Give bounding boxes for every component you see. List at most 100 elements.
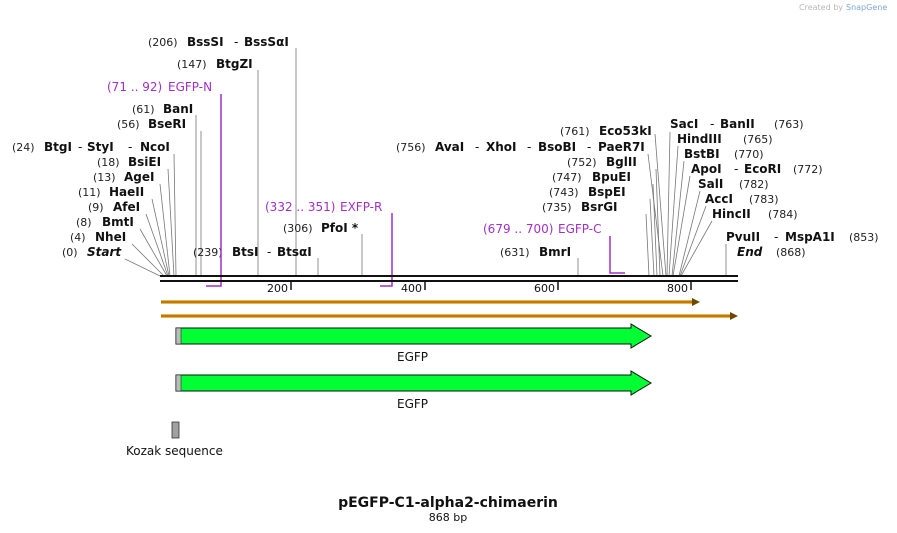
enzyme-name[interactable]: AvaI bbox=[435, 140, 464, 154]
svg-text:SalI(782): SalI(782) bbox=[698, 177, 769, 191]
svg-text:(752)BglII: (752)BglII bbox=[567, 155, 637, 169]
primer-exfp-r-arrow bbox=[380, 213, 393, 287]
sequence-backbone bbox=[160, 275, 738, 282]
feature-kozak[interactable] bbox=[171, 421, 180, 439]
enzyme-position: (0) bbox=[62, 246, 78, 259]
enzyme-position: (13) bbox=[93, 171, 116, 184]
feature-label: EGFP bbox=[397, 397, 428, 411]
enzyme-position: (11) bbox=[78, 186, 101, 199]
enzyme-name[interactable]: BtgI bbox=[44, 140, 72, 154]
primer-egfp-n-label[interactable]: EGFP-N bbox=[168, 80, 212, 94]
enzyme-name[interactable]: HincII bbox=[712, 207, 751, 221]
enzyme-name[interactable]: BpuEI bbox=[592, 170, 631, 184]
enzyme-name[interactable]: PfoI * bbox=[321, 221, 359, 235]
enzyme-name[interactable]: BsrGI bbox=[581, 200, 618, 214]
enzyme-name[interactable]: XhoI bbox=[486, 140, 517, 154]
svg-text:(206)BssSI-BssSαI: (206)BssSI-BssSαI bbox=[148, 35, 289, 49]
enzyme-name[interactable]: BanII bbox=[720, 117, 755, 131]
enzyme-name[interactable]: BtsI bbox=[232, 245, 259, 259]
primer-egfp-n-arrow bbox=[206, 94, 222, 287]
ruler-label: 200 bbox=[267, 282, 288, 295]
enzyme-name[interactable]: ApoI bbox=[691, 162, 722, 176]
enzyme-name[interactable]: EcoRI bbox=[744, 162, 781, 176]
ruler-ticks bbox=[290, 281, 692, 290]
enzyme-name[interactable]: BmrI bbox=[539, 245, 571, 259]
svg-text:(747)BpuEI: (747)BpuEI bbox=[552, 170, 631, 184]
svg-text:(756)AvaI-XhoI-BsoBI-PaeR7I: (756)AvaI-XhoI-BsoBI-PaeR7I bbox=[396, 140, 645, 154]
enzyme-name[interactable]: PaeR7I bbox=[598, 140, 645, 154]
enzyme-position: (761) bbox=[560, 125, 590, 138]
enzyme-name[interactable]: BseRI bbox=[148, 117, 186, 131]
primer-range: (71 .. 92) bbox=[107, 80, 162, 94]
sequence-title: pEGFP-C1-alpha2-chimaerin bbox=[338, 495, 558, 511]
svg-text:(11)HaeII: (11) HaeII bbox=[78, 185, 144, 199]
enzyme-position: (306) bbox=[283, 222, 313, 235]
enzyme-name[interactable]: BanI bbox=[163, 102, 193, 116]
enzyme-name[interactable]: NheI bbox=[95, 230, 126, 244]
primer-range: (679 .. 700) bbox=[483, 222, 553, 236]
enzyme-position: (9) bbox=[88, 201, 104, 214]
svg-text:(743)BspEI: (743) BspEI bbox=[549, 185, 626, 199]
enzyme-position: (8) bbox=[76, 216, 92, 229]
svg-text:(56)BseRI: (56)BseRI bbox=[117, 117, 186, 131]
enzyme-name[interactable]: SalI bbox=[698, 177, 723, 191]
enzyme-position: (24) bbox=[12, 141, 35, 154]
enzyme-name[interactable]: NcoI bbox=[140, 140, 170, 154]
orf-arrow[interactable] bbox=[161, 298, 700, 306]
enzyme-position: (784) bbox=[768, 208, 798, 221]
enzyme-position: (756) bbox=[396, 141, 426, 154]
enzyme-name[interactable]: BspEI bbox=[588, 185, 626, 199]
enzyme-labels: (206)BssSI-BssSαI (147) BtgZI (61) BanI (5… bbox=[12, 35, 879, 259]
svg-text:(0)Start: (0) Start bbox=[62, 245, 122, 259]
svg-text:(61)BanI: (61) BanI bbox=[132, 102, 193, 116]
svg-text:(306)PfoI *: (306) PfoI * bbox=[283, 221, 359, 235]
orf-arrow[interactable] bbox=[161, 312, 738, 320]
enzyme-name[interactable]: BtsαI bbox=[277, 245, 312, 259]
enzyme-name[interactable]: BsoBI bbox=[538, 140, 576, 154]
ruler-label: 400 bbox=[401, 282, 422, 295]
svg-text:(24)BtgI-StyI-NcoI: (24)BtgI-StyI-NcoI bbox=[12, 140, 170, 154]
svg-text:(18)BsiEI: (18) BsiEI bbox=[97, 155, 161, 169]
enzyme-name[interactable]: MspA1I bbox=[785, 230, 835, 244]
enzyme-name[interactable]: AfeI bbox=[113, 200, 140, 214]
enzyme-name[interactable]: BtgZI bbox=[216, 57, 253, 71]
svg-text:(332 .. 351)EXFP-R: (332 .. 351)EXFP-R bbox=[265, 200, 382, 214]
enzyme-position: (147) bbox=[177, 58, 207, 71]
enzyme-name[interactable]: Eco53kI bbox=[599, 124, 652, 138]
svg-text:SacI-BanII(763): SacI-BanII(763) bbox=[670, 117, 804, 131]
primer-markers[interactable] bbox=[206, 94, 625, 287]
svg-text:ApoI-EcoRI(772): ApoI-EcoRI(772) bbox=[691, 162, 823, 176]
svg-text:(13)AgeI: (13) AgeI bbox=[93, 170, 154, 184]
enzyme-position: (763) bbox=[774, 118, 804, 131]
enzyme-name[interactable]: BglII bbox=[606, 155, 637, 169]
enzyme-name[interactable]: BstBI bbox=[684, 147, 720, 161]
feature-egfp[interactable] bbox=[175, 323, 652, 349]
enzyme-position: (18) bbox=[97, 156, 120, 169]
enzyme-name[interactable]: HaeII bbox=[109, 185, 144, 199]
svg-text:(735)BsrGI: (735) BsrGI bbox=[542, 200, 618, 214]
svg-text:(631)BmrI: (631)BmrI bbox=[500, 245, 571, 259]
enzyme-name[interactable]: BmtI bbox=[102, 215, 134, 229]
enzyme-name[interactable]: PvuII bbox=[726, 230, 760, 244]
svg-text:(761)Eco53kI: (761) Eco53kI bbox=[560, 124, 652, 138]
enzyme-name[interactable]: BsiEI bbox=[128, 155, 161, 169]
enzyme-name[interactable]: AgeI bbox=[124, 170, 154, 184]
enzyme-name[interactable]: BssSαI bbox=[244, 35, 289, 49]
sequence-start-label: Start bbox=[87, 245, 122, 259]
feature-egfp[interactable] bbox=[175, 370, 652, 396]
enzyme-position: (735) bbox=[542, 201, 572, 214]
svg-text:(9)AfeI: (9) AfeI bbox=[88, 200, 140, 214]
enzyme-position: (61) bbox=[132, 103, 155, 116]
primer-egfp-c-label[interactable]: EGFP-C bbox=[558, 222, 601, 236]
enzyme-position: (765) bbox=[743, 133, 773, 146]
enzyme-name[interactable]: AccI bbox=[705, 192, 733, 206]
watermark-brand: SnapGene bbox=[846, 3, 887, 12]
enzyme-name[interactable]: SacI bbox=[670, 117, 698, 131]
primer-exfp-r-label[interactable]: EXFP-R bbox=[340, 200, 382, 214]
enzyme-name[interactable]: BssSI bbox=[187, 35, 224, 49]
enzyme-name[interactable]: StyI bbox=[87, 140, 114, 154]
svg-text:HindIII(765): HindIII (765) bbox=[677, 132, 773, 146]
enzyme-name[interactable]: HindIII bbox=[677, 132, 722, 146]
enzyme-position: (743) bbox=[549, 186, 579, 199]
svg-text:BstBI(770): BstBI(770) bbox=[684, 147, 764, 161]
